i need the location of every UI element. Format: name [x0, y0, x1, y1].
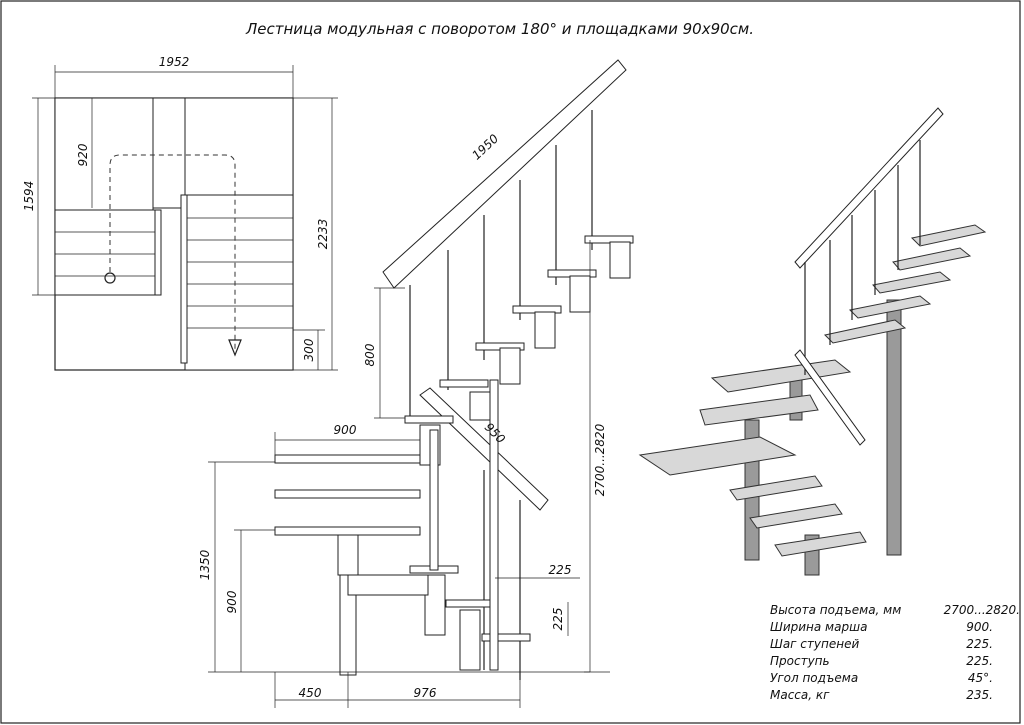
spec-label: Масса, кг — [770, 688, 830, 702]
dim-landing-height: 1350 — [198, 549, 212, 580]
dim-plan-depth: 1594 — [22, 181, 36, 212]
dim-landing-width: 900 — [334, 423, 357, 437]
spec-label: Проступь — [770, 654, 830, 668]
spec-value: 225. — [966, 637, 993, 651]
spec-table: Высота подъема, мм 2700...2820. Ширина м… — [770, 603, 1020, 702]
dim-base-left: 450 — [299, 686, 322, 700]
dim-plan-width: 1952 — [159, 55, 190, 69]
spec-value: 900. — [966, 620, 993, 634]
dim-plan-offset: 300 — [302, 338, 316, 361]
dim-plan-length: 2233 — [316, 219, 330, 250]
side-view: 1950 800 900 950 2700...2820 1350 900 22… — [198, 59, 634, 708]
spec-label: Высота подъема, мм — [770, 603, 901, 617]
spec-label: Шаг ступеней — [770, 637, 859, 651]
dim-lower-height: 900 — [225, 590, 239, 613]
dim-plan-landing: 920 — [76, 143, 90, 166]
isometric-view — [638, 107, 987, 576]
spec-label: Ширина марша — [770, 620, 867, 634]
dim-height-range: 2700...2820 — [593, 423, 607, 496]
drawing-title: Лестница модульная с поворотом 180° и пл… — [245, 20, 754, 38]
spec-value: 45°. — [968, 671, 993, 685]
spec-value: 225. — [966, 654, 993, 668]
dim-rail-upper: 1950 — [469, 131, 501, 162]
spec-value: 235. — [966, 688, 993, 702]
dim-step-a: 225 — [549, 563, 572, 577]
dim-step-b: 225 — [551, 608, 565, 631]
plan-view: 1952 1594 920 2233 300 — [22, 55, 338, 371]
dim-rail-height: 800 — [363, 343, 377, 366]
spec-label: Угол подъема — [770, 671, 858, 685]
dim-base-right: 976 — [414, 686, 437, 700]
spec-value: 2700...2820. — [944, 603, 1020, 617]
